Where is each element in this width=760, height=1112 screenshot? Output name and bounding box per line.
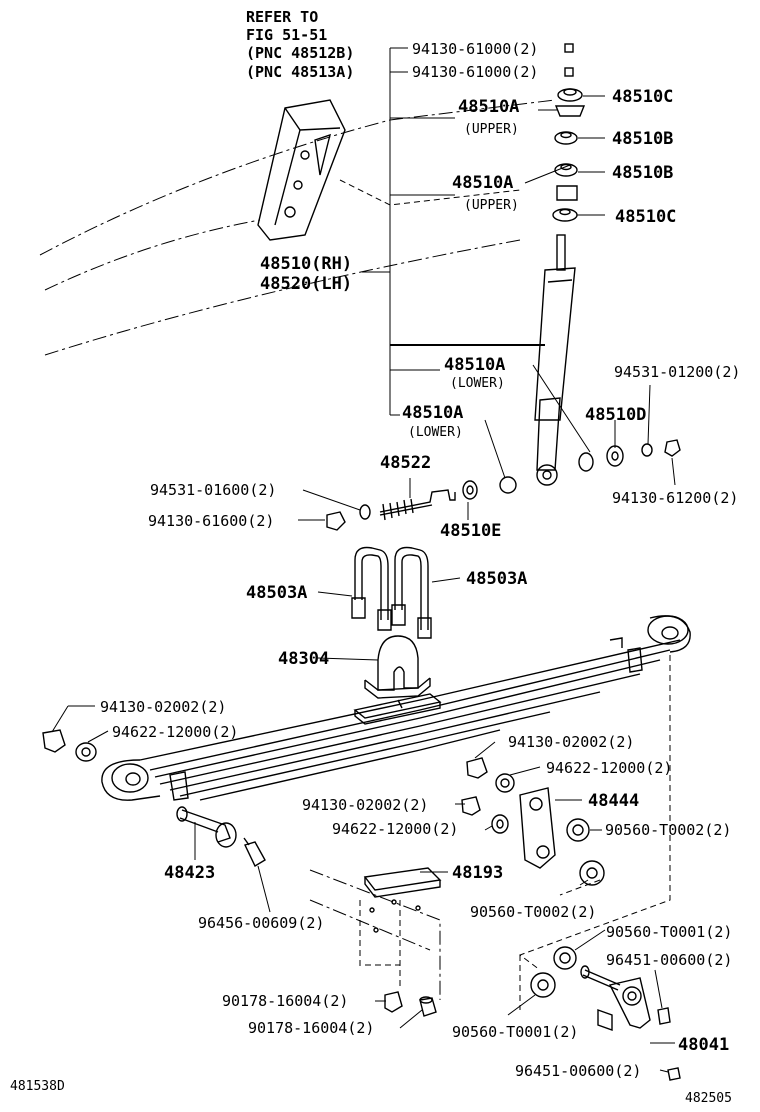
label-48520-lh: 48520(LH) (260, 274, 352, 294)
label-90178-16004-b: 90178-16004(2) (248, 1019, 374, 1037)
label-48444: 48444 (588, 791, 639, 811)
label-96451-00600-a: 96451-00600(2) (606, 951, 732, 969)
spring-hanger-bracket (257, 99, 346, 241)
label-48510b-1: 48510B (612, 129, 673, 149)
label-48510c-bottom: 48510C (615, 207, 676, 227)
cushion-retainer-stack (552, 88, 586, 222)
lower-frame (309, 869, 441, 1017)
shock-lower-parts (462, 439, 681, 500)
stud-bolt (326, 489, 456, 531)
label-94130-02002-a: 94130-02002(2) (100, 698, 226, 716)
label-48193: 48193 (452, 863, 503, 883)
refer-line-1: REFER TO (246, 8, 318, 26)
leaf-spring (101, 615, 691, 801)
spring-shackle (461, 757, 605, 886)
label-48522: 48522 (380, 453, 431, 473)
label-48423: 48423 (164, 863, 215, 883)
label-94130-61200: 94130-61200(2) (612, 489, 738, 507)
left-nut-washer (42, 729, 97, 762)
shock-leader-tree (362, 47, 545, 416)
u-bolt-right (391, 546, 432, 639)
spring-bolt (176, 806, 266, 867)
label-48510a-lower-2: 48510A (402, 403, 463, 423)
label-upper-1: (UPPER) (464, 122, 519, 137)
label-lower-1: (LOWER) (450, 376, 505, 391)
label-48510a-upper-1: 48510A (458, 97, 519, 117)
label-94130-61000-a: 94130-61000(2) (412, 40, 538, 58)
label-94130-02002-b: 94130-02002(2) (508, 733, 634, 751)
spring-seat (363, 867, 442, 898)
rear-hanger-bracket (530, 946, 681, 1081)
label-48503a-right: 48503A (466, 569, 527, 589)
refer-line-4: (PNC 48513A) (246, 63, 354, 81)
label-94531-01200: 94531-01200(2) (614, 363, 740, 381)
label-48510-rh: 48510(RH) (260, 254, 352, 274)
nut-icon (564, 43, 574, 77)
label-48041: 48041 (678, 1035, 729, 1055)
spring-spacer (364, 635, 431, 699)
label-90178-16004-a: 90178-16004(2) (222, 992, 348, 1010)
u-bolt-left (351, 546, 392, 631)
label-96451-00600-b: 96451-00600(2) (515, 1062, 641, 1080)
leader-lines (51, 95, 676, 1073)
shock-absorber (534, 234, 576, 486)
label-94130-61600: 94130-61600(2) (148, 512, 274, 530)
label-48510d: 48510D (585, 405, 646, 425)
part-labels: 94130-61000(2) 94130-61000(2) 48510C 485… (100, 40, 740, 1080)
label-upper-2: (UPPER) (464, 198, 519, 213)
label-48503a-left: 48503A (246, 583, 307, 603)
label-48510a-lower-1: 48510A (444, 355, 505, 375)
refer-note: REFER TO FIG 51-51 (PNC 48512B) (PNC 485… (246, 8, 354, 81)
refer-line-2: FIG 51-51 (246, 26, 327, 44)
label-94531-01600: 94531-01600(2) (150, 481, 276, 499)
label-90560-t0002-a: 90560-T0002(2) (605, 821, 731, 839)
label-94622-12000-a: 94622-12000(2) (112, 723, 238, 741)
label-48510e: 48510E (440, 521, 501, 541)
drawing-number-left: 481538D (10, 1079, 65, 1094)
refer-line-3: (PNC 48512B) (246, 44, 354, 62)
label-48510a-upper-2: 48510A (452, 173, 513, 193)
label-48510b-2: 48510B (612, 163, 673, 183)
label-48510c-top: 48510C (612, 87, 673, 107)
label-94130-02002-c: 94130-02002(2) (302, 796, 428, 814)
label-94130-61000-b: 94130-61000(2) (412, 63, 538, 81)
label-90560-t0001-b: 90560-T0001(2) (452, 1023, 578, 1041)
label-lower-2: (LOWER) (408, 425, 463, 440)
label-94622-12000-b: 94622-12000(2) (546, 759, 672, 777)
drawing-number-right: 482505 (685, 1091, 732, 1106)
label-94622-12000-c: 94622-12000(2) (332, 820, 458, 838)
label-90560-t0002-b: 90560-T0002(2) (470, 903, 596, 921)
label-96456-00609: 96456-00609(2) (198, 914, 324, 932)
label-48304: 48304 (278, 649, 329, 669)
label-90560-t0001-a: 90560-T0001(2) (606, 923, 732, 941)
rear-dashed-lines (518, 655, 671, 1010)
